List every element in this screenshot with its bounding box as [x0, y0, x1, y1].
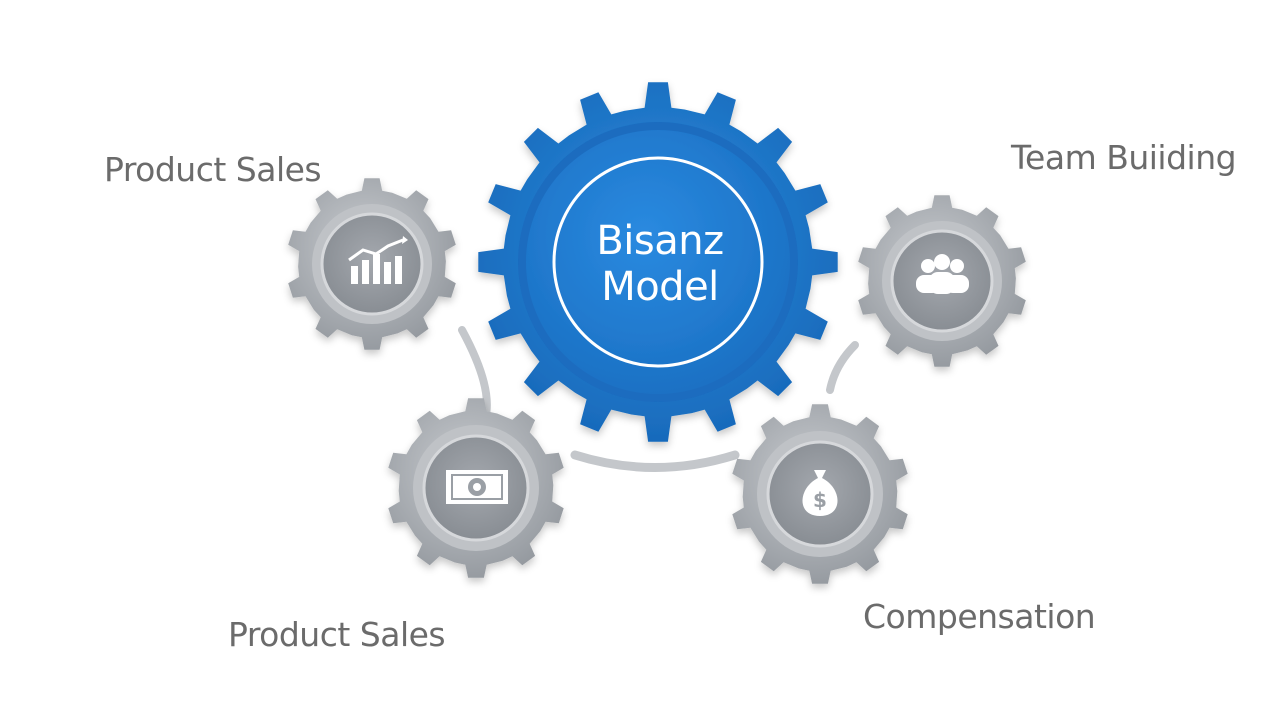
money-bag-icon: $	[802, 470, 838, 516]
banknote-icon	[446, 470, 508, 504]
center-title: Bisanz Model	[540, 218, 780, 310]
gear-bisanz-model	[478, 82, 838, 442]
center-title-line1: Bisanz	[596, 218, 724, 264]
connector-bottom	[570, 450, 740, 472]
gear-compensation	[732, 404, 908, 584]
gear-product-sales-top	[288, 178, 456, 350]
bar-chart-icon	[348, 236, 408, 284]
label-product-sales-bottom: Product Sales	[228, 615, 446, 654]
connector-right	[826, 341, 859, 394]
label-compensation: Compensation	[863, 597, 1096, 636]
label-product-sales-top: Product Sales	[104, 150, 322, 189]
svg-text:$: $	[813, 488, 827, 512]
label-team-building: Team Buiiding	[1011, 138, 1237, 177]
center-title-line2: Model	[601, 264, 719, 310]
team-icon	[916, 254, 969, 294]
